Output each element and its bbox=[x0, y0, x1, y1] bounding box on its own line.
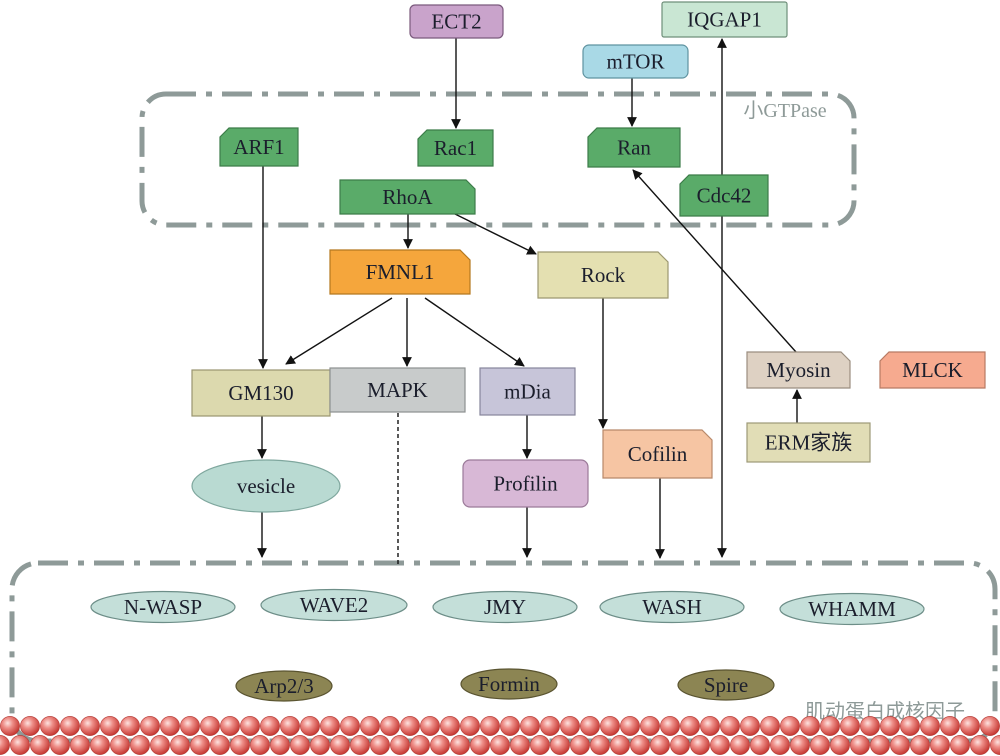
npf-n-wasp-label: N-WASP bbox=[124, 595, 202, 619]
node-arf1-label: ARF1 bbox=[233, 135, 284, 159]
nucleator-arp2-3: Arp2/3 bbox=[235, 670, 333, 702]
node-cofilin-box bbox=[602, 429, 713, 479]
node-fmnl1: FMNL1 bbox=[329, 249, 471, 295]
node-vesicle: vesicle bbox=[191, 459, 341, 513]
node-iqgap1-box bbox=[661, 1, 788, 38]
npf-wave2-shape bbox=[260, 588, 408, 622]
npf-jmy: JMY bbox=[432, 590, 578, 624]
node-vesicle-shape bbox=[191, 459, 341, 513]
node-arf1-box bbox=[219, 127, 299, 167]
node-rac1-label: Rac1 bbox=[434, 136, 477, 160]
npf-wash-shape bbox=[599, 590, 745, 624]
node-gm130: GM130 bbox=[191, 369, 331, 417]
npf-whamm: WHAMM bbox=[779, 592, 925, 626]
node-cofilin: Cofilin bbox=[602, 429, 713, 479]
node-iqgap1: IQGAP1 bbox=[661, 1, 788, 38]
arrows bbox=[257, 38, 802, 566]
nucleation-promoting-factors: N-WASP WAVE2 JMY WASH WHAMM bbox=[90, 588, 925, 626]
node-rac1-box bbox=[417, 129, 494, 167]
node-ect2: ECT2 bbox=[409, 4, 504, 39]
node-profilin-box bbox=[462, 459, 589, 508]
node-mlck-label: MLCK bbox=[902, 358, 963, 382]
node-mapk-box bbox=[329, 367, 466, 413]
node-mtor-label: mTOR bbox=[607, 50, 665, 74]
npf-jmy-shape bbox=[432, 590, 578, 624]
node-ran-label: Ran bbox=[617, 136, 651, 160]
nucleator-spire-label: Spire bbox=[704, 673, 748, 697]
npf-wash-label: WASH bbox=[642, 595, 702, 619]
arrow-fmnl1-to-gm130 bbox=[285, 297, 393, 365]
actin-nucleation-region bbox=[9, 560, 998, 744]
node-cofilin-label: Cofilin bbox=[628, 442, 688, 466]
node-mlck: MLCK bbox=[879, 351, 986, 389]
node-rac1: Rac1 bbox=[417, 129, 494, 167]
nucleator-spire-shape bbox=[677, 669, 775, 701]
node-ect2-box bbox=[409, 4, 504, 39]
arrow-rhoa-to-rock bbox=[454, 213, 537, 255]
npf-wash: WASH bbox=[599, 590, 745, 624]
npf-n-wasp: N-WASP bbox=[90, 590, 236, 624]
node-mdia-label: mDia bbox=[504, 380, 551, 404]
nucleator-formin: Formin bbox=[460, 668, 558, 700]
node-rhoa-label: RhoA bbox=[382, 185, 433, 209]
node-erm-family-label: ERM家族 bbox=[765, 431, 853, 455]
npf-whamm-label: WHAMM bbox=[808, 597, 896, 621]
nucleator-formin-shape bbox=[460, 668, 558, 700]
node-arf1: ARF1 bbox=[219, 127, 299, 167]
node-mlck-box bbox=[879, 351, 986, 389]
node-profilin-label: Profilin bbox=[493, 472, 558, 496]
node-gm130-box bbox=[191, 369, 331, 417]
node-cdc42-box bbox=[679, 174, 769, 217]
npf-n-wasp-shape bbox=[90, 590, 236, 624]
arrow-myosin-to-ran bbox=[632, 169, 797, 353]
npf-whamm-shape bbox=[779, 592, 925, 626]
nucleator-spire: Spire bbox=[677, 669, 775, 701]
nucleators: Arp2/3 Formin Spire bbox=[235, 668, 775, 702]
node-fmnl1-label: FMNL1 bbox=[366, 260, 435, 284]
nucleator-arp2-3-label: Arp2/3 bbox=[254, 674, 314, 698]
node-vesicle-label: vesicle bbox=[237, 474, 295, 498]
node-iqgap1-label: IQGAP1 bbox=[687, 8, 762, 32]
node-rock: Rock bbox=[537, 251, 669, 299]
node-fmnl1-box bbox=[329, 249, 471, 295]
npf-wave2-label: WAVE2 bbox=[300, 593, 368, 617]
actin-filament-strip bbox=[0, 716, 1000, 756]
node-mapk-label: MAPK bbox=[367, 378, 428, 402]
node-rock-box bbox=[537, 251, 669, 299]
small-gtpase-region bbox=[139, 91, 857, 228]
node-rhoa-box bbox=[339, 179, 476, 215]
node-mapk: MAPK bbox=[329, 367, 466, 413]
small-gtpase-region-label: 小GTPase bbox=[743, 99, 826, 122]
npf-wave2: WAVE2 bbox=[260, 588, 408, 622]
node-mdia: mDia bbox=[479, 367, 576, 416]
node-rhoa: RhoA bbox=[339, 179, 476, 215]
node-cdc42: Cdc42 bbox=[679, 174, 769, 217]
npf-jmy-label: JMY bbox=[484, 595, 526, 619]
node-myosin-label: Myosin bbox=[766, 358, 831, 382]
nucleator-arp2-3-shape bbox=[235, 670, 333, 702]
node-mtor: mTOR bbox=[582, 44, 689, 79]
node-mdia-box bbox=[479, 367, 576, 416]
node-myosin-box bbox=[746, 351, 851, 389]
node-profilin: Profilin bbox=[462, 459, 589, 508]
node-rock-label: Rock bbox=[581, 263, 626, 287]
node-erm-family-box bbox=[746, 422, 871, 463]
nucleator-formin-label: Formin bbox=[478, 672, 540, 696]
arrow-fmnl1-to-mdia bbox=[424, 297, 525, 367]
node-mtor-box bbox=[582, 44, 689, 79]
node-myosin: Myosin bbox=[746, 351, 851, 389]
node-ran-box bbox=[587, 127, 681, 168]
node-ran: Ran bbox=[587, 127, 681, 168]
node-erm-family: ERM家族 bbox=[746, 422, 871, 463]
node-cdc42-label: Cdc42 bbox=[697, 184, 752, 208]
node-gm130-label: GM130 bbox=[228, 381, 293, 405]
node-ect2-label: ECT2 bbox=[431, 10, 481, 34]
